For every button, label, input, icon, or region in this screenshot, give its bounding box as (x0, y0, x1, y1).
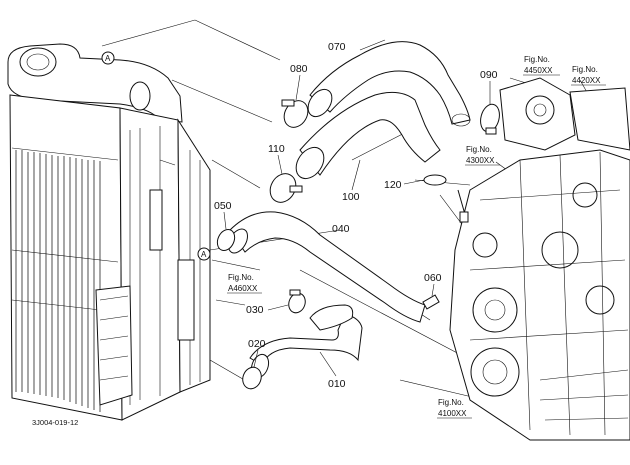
clamp-120 (423, 174, 447, 186)
fig-ref-4420-prefix: Fig.No. (572, 65, 598, 74)
fig-ref-4100-prefix: Fig.No. (438, 398, 464, 407)
fig-ref-4450-prefix: Fig.No. (524, 55, 550, 64)
callout-060: 060 (424, 272, 442, 284)
clamp-110 (269, 173, 303, 203)
fig-ref-4420-number: 4420XX (572, 76, 601, 85)
callout-080: 080 (290, 63, 308, 75)
callout-070: 070 (328, 41, 346, 53)
callout-030: 030 (246, 304, 264, 316)
callout-010: 010 (328, 378, 346, 390)
fig-ref-4300-prefix: Fig.No. (466, 145, 492, 154)
fig-ref-a460-number: A460XX (228, 284, 258, 293)
clamp-020 (242, 366, 262, 390)
drawing-code: 3J004-019-12 (32, 418, 78, 427)
fig-ref-4450-number: 4450XX (524, 66, 553, 75)
clamp-030 (288, 289, 306, 314)
hose-100 (295, 91, 441, 180)
callout-120: 120 (384, 179, 402, 191)
callout-040: 040 (332, 223, 350, 235)
callout-090: 090 (480, 69, 498, 81)
engine-block (449, 77, 630, 441)
circle-marker-a-top: A (105, 54, 111, 63)
fig-ref-4100-number: 4100XX (438, 409, 467, 418)
clamp-080 (281, 99, 309, 128)
clamp-060 (422, 294, 440, 310)
hose-070 (307, 41, 471, 127)
callout-110: 110 (268, 143, 285, 155)
circle-marker-a-mid: A (201, 250, 207, 259)
callout-100: 100 (342, 191, 360, 203)
callout-labels: 070 080 090 110 100 120 050 040 060 030 … (214, 41, 498, 390)
clamp-050 (216, 228, 236, 252)
figure-references: Fig.No. 4450XX Fig.No. 4420XX Fig.No. 43… (227, 55, 606, 419)
fig-ref-4300-number: 4300XX (466, 156, 495, 165)
circle-markers: A A (101, 51, 211, 261)
callout-020: 020 (248, 338, 266, 350)
clamp-090 (480, 103, 500, 135)
radiator-assembly (7, 43, 211, 421)
callout-050: 050 (214, 200, 232, 212)
fig-ref-a460-prefix: Fig.No. (228, 273, 254, 282)
